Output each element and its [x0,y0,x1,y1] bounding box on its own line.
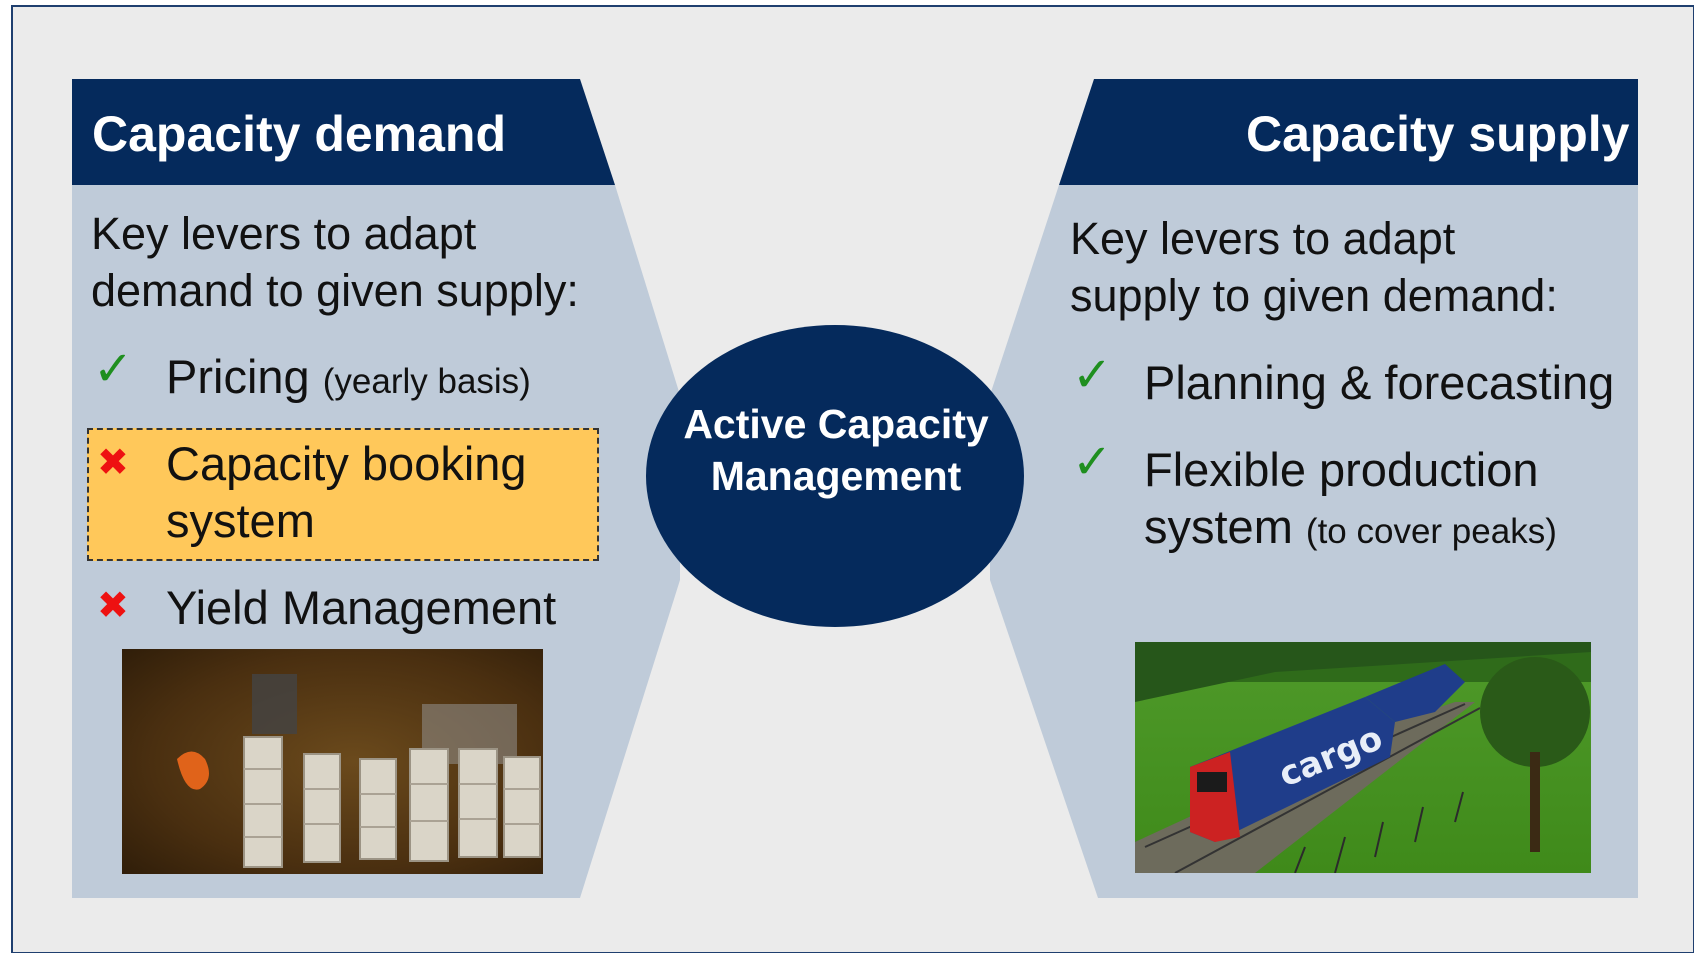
highlight-box [87,428,599,561]
cross-icon: ✖ [97,583,129,627]
lever-pricing-note: (yearly basis) [322,362,531,401]
right-intro-line-1: Key levers to adapt [1070,213,1456,264]
left-intro-line-2: demand to given supply: [91,265,579,316]
center-ellipse [646,325,1024,627]
lever-capacity-booking-line-2: system [166,494,315,547]
cargo-train-photo: cargo [1135,642,1591,873]
lever-pricing-label: Pricing [166,350,310,403]
right-panel-header: Capacity supply [1246,106,1630,162]
check-icon: ✓ [1072,434,1113,490]
lever-pricing: Pricing (yearly basis) [166,348,531,411]
lever-flexible-production-line-2: system (to cover peaks) [1144,498,1557,561]
lever-yield-management: Yield Management [166,581,557,634]
lever-flexible-production-note: (to cover peaks) [1305,512,1557,551]
warehouse-illustration [122,649,543,874]
lever-planning-forecasting: Planning & forecasting [1144,356,1615,409]
check-icon: ✓ [93,341,134,397]
left-panel-header-shape [72,79,615,185]
right-panel-header-shape [1059,79,1638,185]
right-intro-line-2: supply to given demand: [1070,270,1558,321]
warehouse-photo [122,649,543,874]
lever-flexible-production-label: system [1144,500,1293,553]
lever-flexible-production-line-1: Flexible production [1144,443,1539,496]
check-icon: ✓ [1072,347,1113,403]
cross-icon: ✖ [97,440,129,484]
left-intro-line-1: Key levers to adapt [91,208,477,259]
center-label: Active Capacity Management [683,401,989,499]
left-panel-header: Capacity demand [92,106,507,162]
cargo-train-illustration: cargo [1135,642,1591,873]
lever-capacity-booking-line-1: Capacity booking [166,437,527,490]
